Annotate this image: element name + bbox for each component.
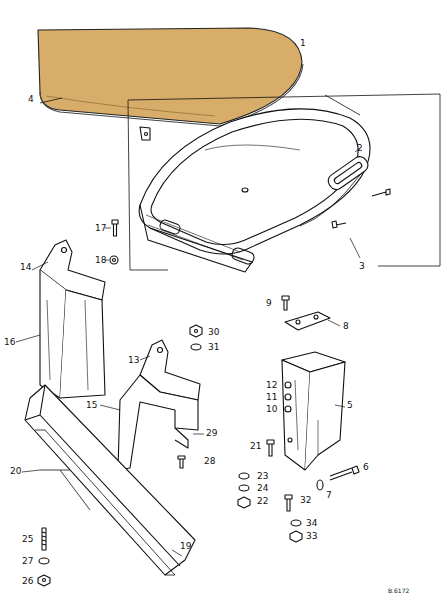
callout-number: 19: [180, 541, 191, 551]
callout-number: 31: [208, 342, 219, 352]
callout-number: 7: [326, 490, 332, 500]
callout-number: 22: [257, 496, 268, 506]
callout-number: 29: [206, 428, 217, 438]
callout-number: 32: [300, 495, 311, 505]
callout-number: 30: [208, 327, 219, 337]
callout-number: 6: [363, 462, 369, 472]
callout-number: 23: [257, 471, 268, 481]
callout-number: 13: [128, 355, 139, 365]
callout-number: 16: [4, 337, 15, 347]
callout-number: 17: [95, 223, 106, 233]
callout-number: 34: [306, 518, 317, 528]
callout-number: 12: [266, 380, 277, 390]
callout-number: 24: [257, 483, 268, 493]
callout-number: 8: [343, 321, 349, 331]
callout-number: 11: [266, 392, 277, 402]
callout-number: 18: [95, 255, 106, 265]
callout-number: 21: [250, 441, 261, 451]
callout-number: 27: [22, 556, 33, 566]
callout-number: 5: [347, 400, 353, 410]
callout-number: 4: [28, 94, 34, 104]
callout-number: 25: [22, 534, 33, 544]
callout-number: 9: [266, 298, 272, 308]
callout-number: 20: [10, 466, 21, 476]
callout-number: 26: [22, 576, 33, 586]
callout-number: 2: [357, 143, 363, 153]
drawing-number: B.6172: [388, 586, 409, 596]
callout-number: 15: [86, 400, 97, 410]
callout-number: 1: [300, 38, 306, 48]
callout-number: 33: [306, 531, 317, 541]
callout-number: 10: [266, 404, 277, 414]
callout-number: 14: [20, 262, 31, 272]
callout-number: 28: [204, 456, 215, 466]
callout-number: 3: [359, 261, 365, 271]
